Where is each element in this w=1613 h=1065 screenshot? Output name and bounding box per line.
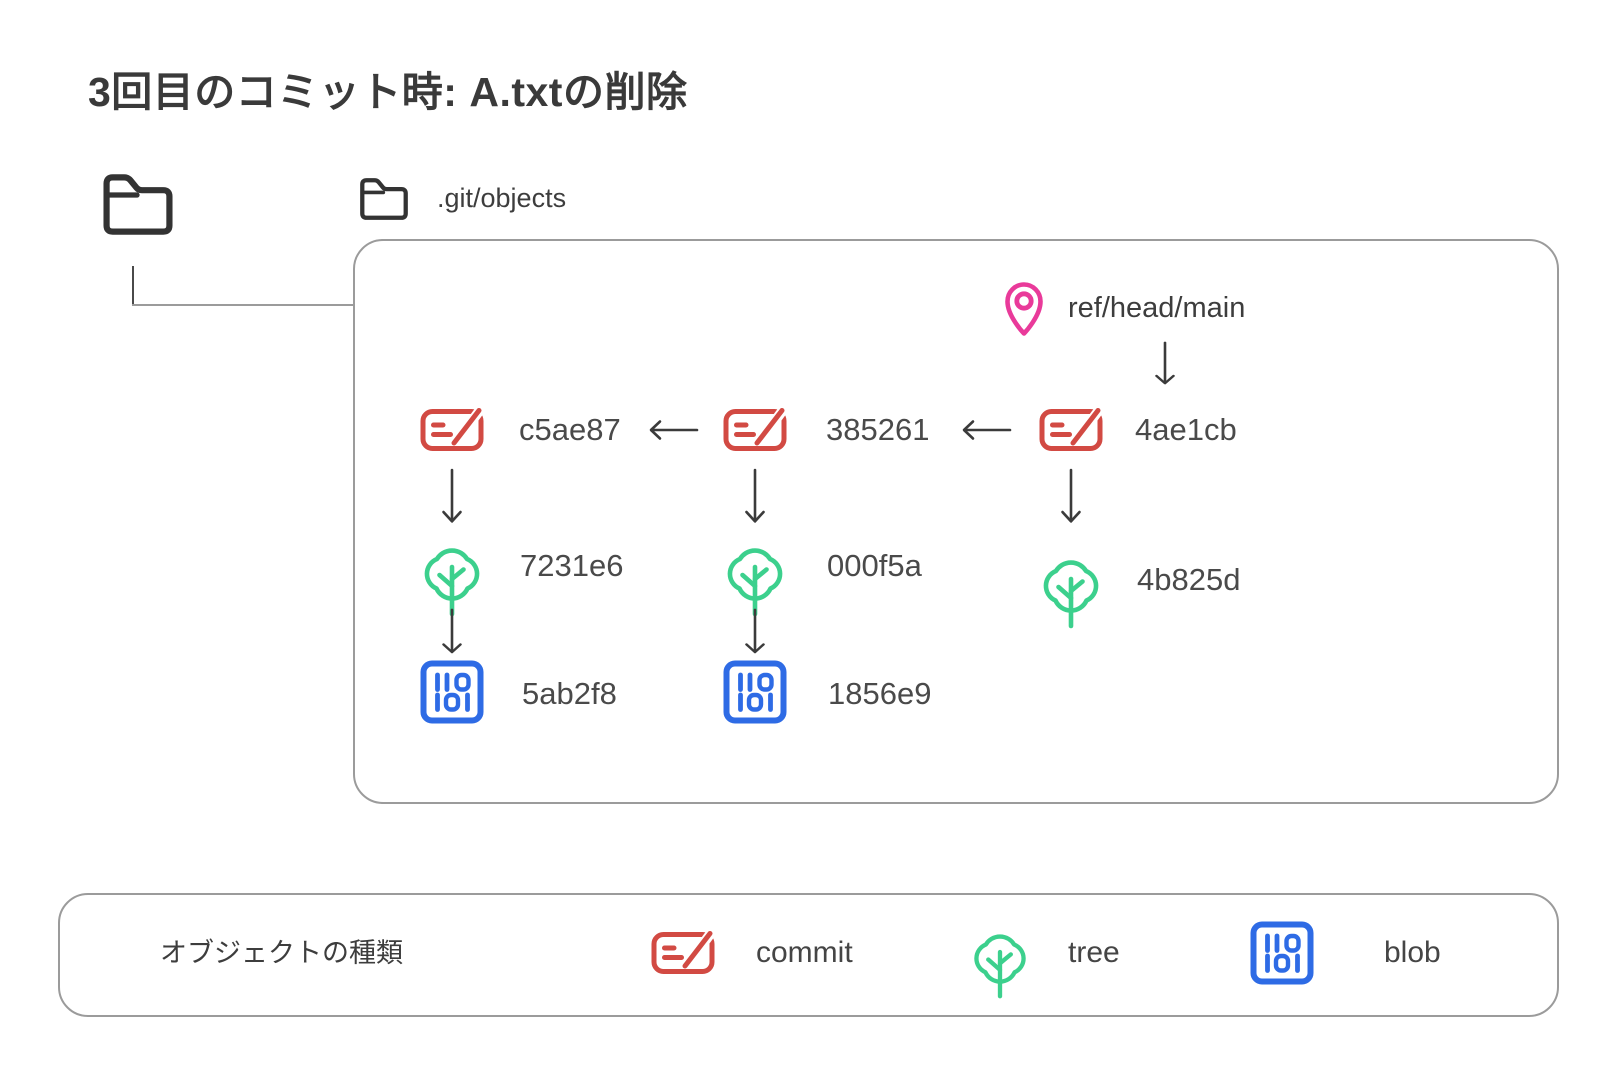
- commit-hash-label: c5ae87: [519, 412, 621, 447]
- legend-item-label: commit: [756, 936, 853, 969]
- tree-hash-label: 4b825d: [1137, 562, 1241, 597]
- tree-hash-label: 7231e6: [520, 548, 624, 583]
- blob-hash-label: 5ab2f8: [522, 676, 617, 711]
- arrow-down-icon: [1059, 468, 1083, 526]
- tree-icon: [418, 534, 486, 618]
- ref-label: ref/head/main: [1068, 292, 1246, 324]
- arrow-down-icon: [743, 608, 767, 656]
- location-pin-icon: [1000, 280, 1048, 338]
- git-objects-folder-icon: [355, 174, 413, 224]
- folder-icon: [98, 168, 178, 241]
- tree-icon: [968, 921, 1032, 1000]
- tree-icon: [1037, 546, 1105, 630]
- blob-icon: [1250, 921, 1314, 985]
- legend-box: [58, 893, 1559, 1017]
- arrow-down-icon: [440, 468, 464, 526]
- commit-hash-label: 385261: [826, 412, 930, 447]
- commit-icon: [723, 406, 787, 454]
- objects-box: [353, 239, 1559, 804]
- blob-hash-label: 1856e9: [828, 676, 932, 711]
- legend-item-label: blob: [1384, 936, 1441, 969]
- arrow-down-icon: [743, 468, 767, 526]
- blob-icon: [723, 660, 787, 724]
- connector-line-vertical: [132, 266, 134, 306]
- legend-title: オブジェクトの種類: [160, 938, 403, 968]
- git-objects-folder-label: .git/objects: [437, 183, 567, 213]
- tree-icon: [721, 534, 789, 618]
- commit-icon: [420, 406, 484, 454]
- arrow-down-icon: [440, 608, 464, 656]
- arrow-left-icon: [647, 418, 699, 442]
- blob-icon: [420, 660, 484, 724]
- commit-hash-label: 4ae1cb: [1135, 412, 1237, 447]
- arrow-down-icon: [1153, 341, 1177, 387]
- tree-hash-label: 000f5a: [827, 548, 922, 583]
- legend-item-label: tree: [1068, 936, 1120, 969]
- connector-line-horizontal: [132, 304, 354, 306]
- arrow-left-icon: [960, 418, 1012, 442]
- page-title: 3回目のコミット時: A.txtの削除: [88, 69, 688, 115]
- commit-icon: [1039, 406, 1103, 454]
- commit-icon: [651, 929, 715, 977]
